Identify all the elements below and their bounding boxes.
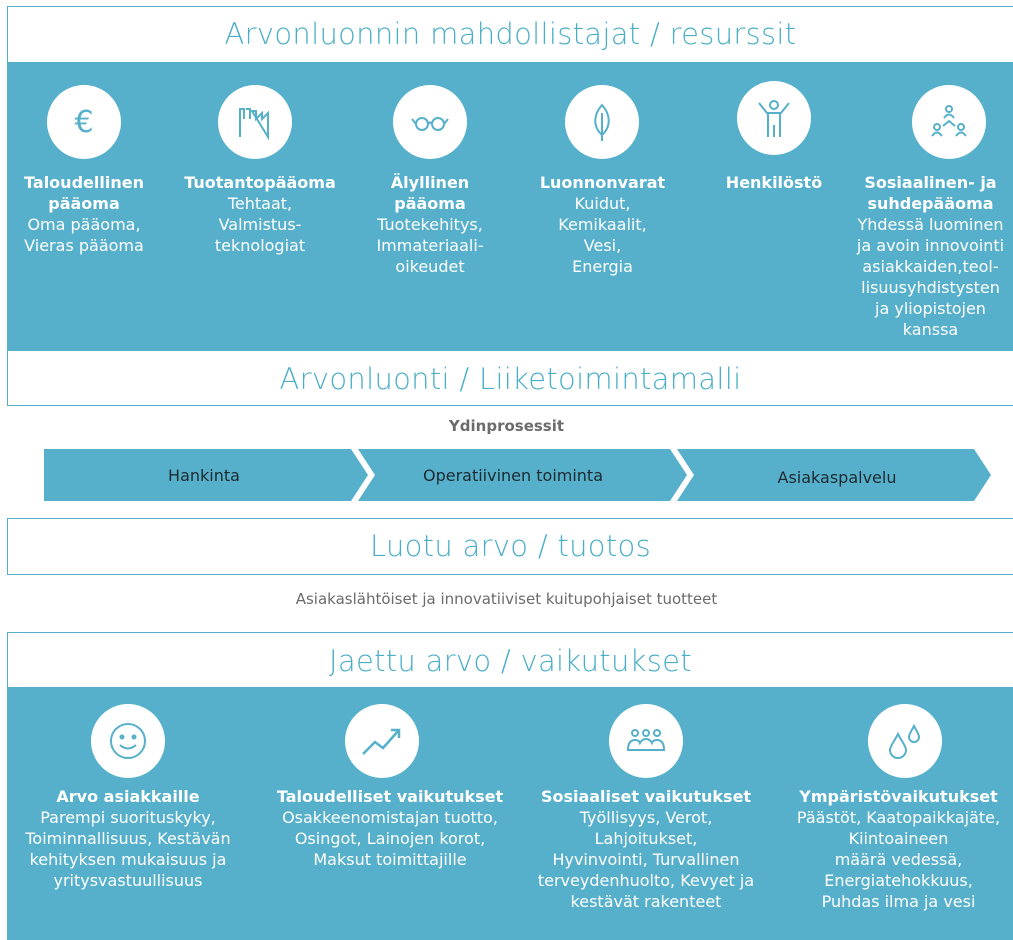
output-title: Luotu arvo / tuotos [7,518,1013,575]
core-processes-label: Ydinprosessit [448,417,565,435]
network-icon [912,85,986,159]
resource-text: oikeudet [395,257,465,276]
people-icon [609,704,683,778]
resource-text: ja yliopistojen [875,299,986,318]
resources-panel [7,63,1013,351]
glasses-icon [393,85,467,159]
resource-text: teknologiat [214,236,306,255]
resource-text: Energia [572,257,633,276]
impact-text: Energiatehokkuus, [824,871,973,890]
resource-text: Immateriaali- [376,236,484,255]
resource-text: Yhdessä luominen [857,215,1004,234]
resource-text: Valmistus- [218,215,302,234]
process-step-hankinta [44,449,368,501]
impact-text: Lahjoitukset, [594,829,698,848]
impact-text: Parempi suorituskyky, [40,808,216,827]
process-step-asiakaspalvelu [677,449,991,501]
output-description: Asiakaslähtöiset ja innovatiiviset kuitu… [295,590,718,608]
impact-text: Työllisyys, Verot, [579,808,713,827]
resource-text: Vesi, [583,236,622,255]
resource-text: ja avoin innovointi [856,236,1005,255]
impact-title: Taloudelliset vaikutukset [276,787,504,806]
euro-icon: € [47,85,121,159]
impact-text: Osakkeenomistajan tuotto, [282,808,498,827]
resource-title: pääoma [48,194,120,213]
impact-text: Päästöt, Kaatopaikkajäte, [796,808,1001,827]
process-step-label-1: Hankinta [168,466,240,485]
impact-text: Maksut toimittajille [313,850,467,869]
process-step-operatiivinen [358,449,687,501]
process-step-label-2: Operatiivinen toiminta [422,466,604,485]
impacts-panel [7,688,1013,940]
resource-title: Luonnonvarat [539,173,666,192]
resource-title: pääoma [394,194,466,213]
smiley-icon [91,704,165,778]
resource-text: Tehtaat, [227,194,293,213]
person-icon [737,81,811,155]
impact-text: Toiminnallisuus, Kestävän [25,829,231,848]
resource-title: Älyllinen [390,173,470,192]
resource-text: Oma pääoma, [27,215,141,234]
process-step-label-3: Asiakaspalvelu [777,468,897,487]
droplets-icon [868,704,942,778]
resource-text: Kemikaalit, [558,215,647,234]
svg-text:€: € [74,105,93,140]
impacts-title: Jaettu arvo / vaikutukset [7,632,1013,688]
resource-text: Tuotekehitys, [377,215,483,234]
business-model-title: Arvonluonti / Liiketoimintamalli [7,351,1013,406]
factory-icon [218,85,292,159]
impact-title: Arvo asiakkaille [56,787,200,806]
impact-text: määrä vedessä, [834,850,963,869]
resources-title: Arvonluonnin mahdollistajat / resurssit [7,6,1013,63]
resource-text: asiakkaiden,teol- [862,257,999,276]
resource-text: lisuusyhdistysten [861,278,1000,297]
resource-title: Sosiaalinen- ja [864,173,997,192]
resource-title: suhdepääoma [867,194,994,213]
resource-title: Taloudellinen [24,173,144,192]
resource-title: Tuotantopääoma [184,173,336,192]
impact-title: Ympäristövaikutukset [799,787,998,806]
leaf-icon [565,85,639,159]
core-process-chevrons [44,449,991,501]
resource-text: kanssa [902,320,959,339]
impact-text: Puhdas ilma ja vesi [821,892,976,911]
impact-title: Sosiaaliset vaikutukset [540,787,752,806]
impact-text: Osingot, Lainojen korot, [294,829,486,848]
resource-text: Kuidut, [574,194,631,213]
trend-up-icon [345,704,419,778]
resource-title: Henkilöstö [725,173,823,192]
impact-text: Kiintoaineen [848,829,949,848]
impact-text: kehityksen mukaisuus ja [29,850,227,869]
impact-text: kestävät rakenteet [570,892,722,911]
impact-text: yritysvastuullisuus [53,871,203,890]
resource-text: Vieras pääoma [24,236,144,255]
impact-text: terveydenhuolto, Kevyet ja [537,871,755,890]
impact-text: Hyvinvointi, Turvallinen [552,850,740,869]
